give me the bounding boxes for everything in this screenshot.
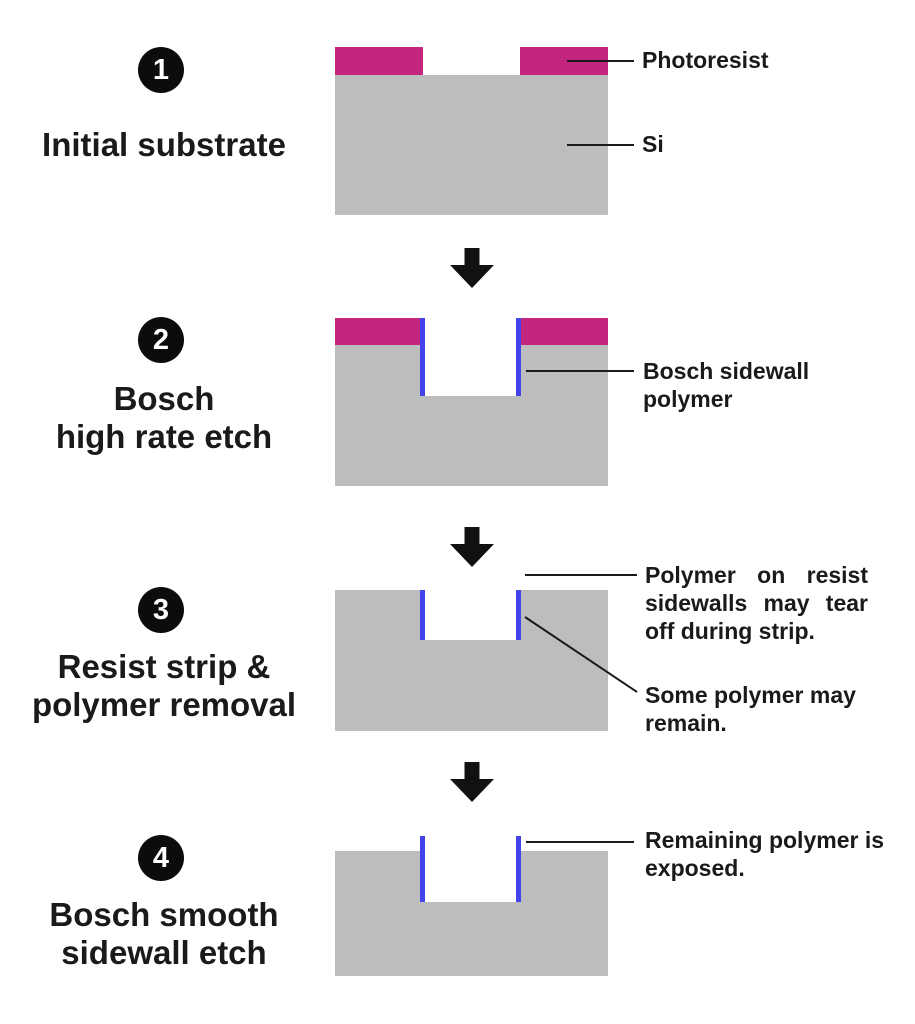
step-2-title-line2: high rate etch bbox=[55, 418, 273, 455]
annotation-si: Si bbox=[642, 131, 664, 157]
step3-silicon-slab bbox=[335, 640, 608, 731]
annotation-photoresist: Photoresist bbox=[642, 47, 769, 73]
step3-silicon-mesa-left bbox=[335, 590, 425, 640]
step4-silicon-slab bbox=[335, 902, 608, 976]
step2-photoresist-right bbox=[516, 318, 608, 345]
step-2-title: Bosch high rate etch bbox=[18, 380, 310, 456]
step-2-badge: 2 bbox=[138, 317, 184, 363]
step1-silicon-substrate bbox=[335, 75, 608, 215]
step-3-number: 3 bbox=[152, 593, 170, 626]
step-3-badge: 3 bbox=[138, 587, 184, 633]
annotation-polymer-remain: Some polymer may remain. bbox=[645, 682, 856, 736]
step3-sidewall-polymer-right bbox=[516, 590, 521, 640]
annotation-bosch-sidewall-polymer: Bosch sidewall polymer bbox=[643, 358, 810, 412]
step-1-title: Initial substrate bbox=[18, 126, 310, 164]
step4-sidewall-polymer-left bbox=[420, 836, 425, 902]
down-arrow-icon bbox=[450, 248, 494, 288]
step4-silicon-mesa-right bbox=[516, 851, 608, 902]
step4-sidewall-polymer-right bbox=[516, 836, 521, 902]
down-arrow-icon bbox=[450, 762, 494, 802]
step-4-badge: 4 bbox=[138, 835, 184, 881]
annotation-polymer-tear-off: Polymer on resist sidewalls may tear off… bbox=[645, 562, 868, 644]
step2-silicon-mesa-left bbox=[335, 345, 425, 396]
step1-photoresist-left bbox=[335, 47, 423, 75]
step-4-title-line1: Bosch smooth bbox=[49, 896, 279, 933]
step-2-title-line1: Bosch bbox=[113, 380, 215, 417]
step2-silicon-mesa-right bbox=[516, 345, 608, 396]
step-3-title-line1: Resist strip & bbox=[57, 648, 271, 685]
step2-sidewall-polymer-right bbox=[516, 318, 521, 396]
step-1-badge: 1 bbox=[138, 47, 184, 93]
step2-sidewall-polymer-left bbox=[420, 318, 425, 396]
step2-silicon-slab bbox=[335, 396, 608, 486]
step4-silicon-mesa-left bbox=[335, 851, 425, 902]
step-4-title: Bosch smooth sidewall etch bbox=[18, 896, 310, 972]
step-1-number: 1 bbox=[152, 53, 170, 86]
step2-photoresist-left bbox=[335, 318, 425, 345]
step3-sidewall-polymer-left bbox=[420, 590, 425, 640]
step-3-title: Resist strip & polymer removal bbox=[18, 648, 310, 724]
step-2-number: 2 bbox=[152, 323, 170, 356]
step3-silicon-mesa-right bbox=[516, 590, 608, 640]
down-arrow-icon bbox=[450, 527, 494, 567]
step-4-number: 4 bbox=[152, 841, 170, 874]
step-1-title-line1: Initial substrate bbox=[42, 126, 286, 163]
step-3-title-line2: polymer removal bbox=[31, 686, 297, 723]
step-4-title-line2: sidewall etch bbox=[61, 934, 267, 971]
annotation-polymer-exposed: Remaining polymer is exposed. bbox=[645, 827, 885, 881]
step1-photoresist-right bbox=[520, 47, 608, 75]
